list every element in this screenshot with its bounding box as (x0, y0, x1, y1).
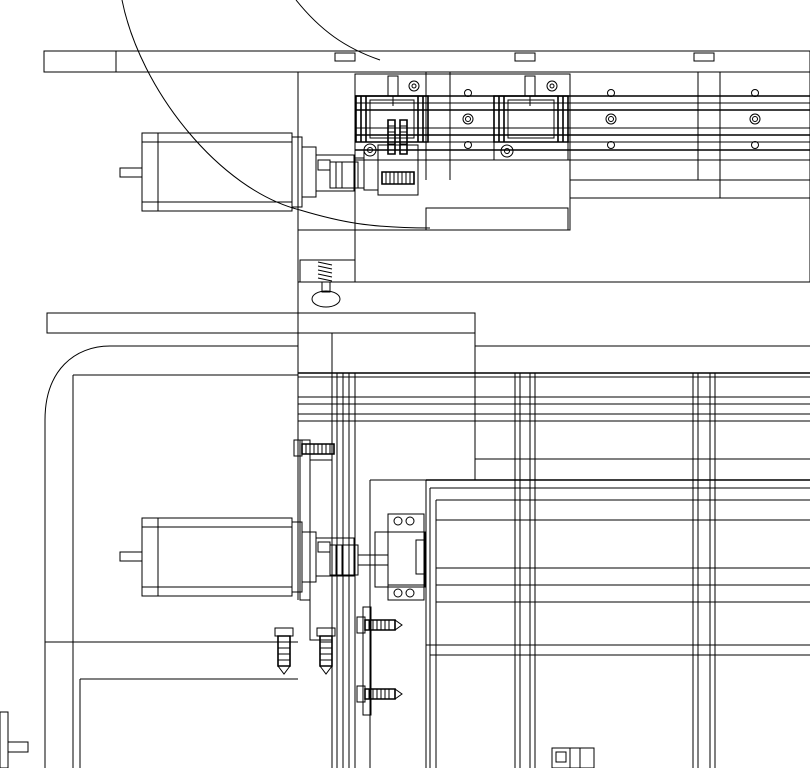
lower-housing (370, 480, 810, 768)
stepper-motor-lower (120, 518, 316, 596)
mounting-screws (275, 440, 402, 702)
frame-columns (332, 333, 715, 768)
top-plate (44, 51, 810, 72)
swing-arc (122, 0, 430, 228)
main-frame (45, 313, 810, 768)
spring-adjuster (300, 260, 355, 307)
shaft-coupling-upper (316, 120, 418, 195)
edge-motor-partial (0, 712, 28, 768)
linear-rail-carriage (355, 76, 810, 160)
side-plate (300, 440, 371, 715)
stepper-motor-upper (120, 133, 316, 211)
small-bracket (552, 748, 594, 768)
shaft-coupling-lower (316, 514, 426, 600)
upper-housing (298, 72, 810, 282)
middle-plate (47, 282, 475, 600)
